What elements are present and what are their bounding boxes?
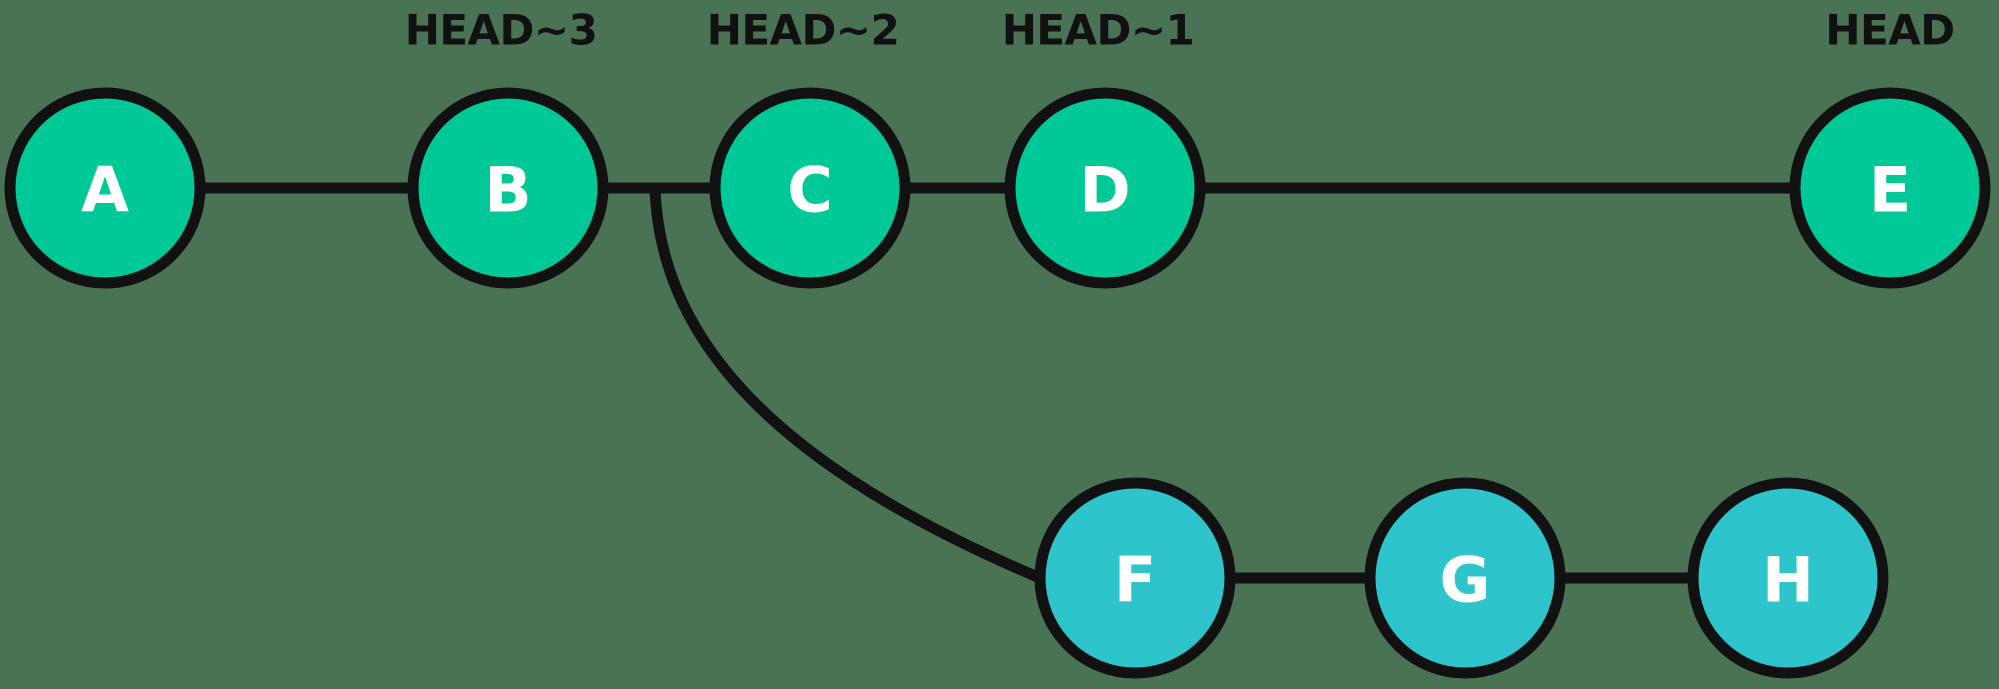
commit-circle-a[interactable] — [4, 87, 206, 289]
commit-label-f: F — [1114, 544, 1156, 617]
commit-circle-e[interactable] — [1789, 87, 1991, 289]
commit-label-b: B — [484, 154, 531, 227]
commit-node-c[interactable]: C — [709, 87, 911, 289]
commit-node-e[interactable]: E — [1789, 87, 1991, 289]
commit-node-b[interactable]: B — [407, 87, 609, 289]
ref-labels-layer: HEAD~3 HEAD~2 HEAD~1 HEAD — [405, 6, 1955, 55]
commit-circle-g[interactable] — [1364, 477, 1566, 679]
commit-label-h: H — [1762, 544, 1814, 617]
ref-label-head-tilde-2: HEAD~2 — [707, 6, 900, 55]
commit-label-g: G — [1440, 544, 1491, 617]
edge-b-f — [649, 182, 1046, 584]
commit-node-a[interactable]: A — [4, 87, 206, 289]
ref-label-head: HEAD — [1825, 6, 1954, 55]
ref-label-head-tilde-1: HEAD~1 — [1002, 6, 1195, 55]
commit-circle-c[interactable] — [709, 87, 911, 289]
commit-circle-b[interactable] — [407, 87, 609, 289]
commit-label-a: A — [81, 154, 129, 227]
commit-circle-d[interactable] — [1004, 87, 1206, 289]
ref-label-head-tilde-3: HEAD~3 — [405, 6, 598, 55]
commit-label-e: E — [1869, 154, 1911, 227]
commit-node-h[interactable]: H — [1687, 477, 1889, 679]
nodes-layer: A B C D E F G H — [4, 87, 1991, 679]
commit-node-g[interactable]: G — [1364, 477, 1566, 679]
commit-node-f[interactable]: F — [1034, 477, 1236, 679]
commit-label-d: D — [1079, 154, 1130, 227]
commit-circle-f[interactable] — [1034, 477, 1236, 679]
commit-circle-h[interactable] — [1687, 477, 1889, 679]
commit-label-c: C — [787, 154, 833, 227]
commit-node-d[interactable]: D — [1004, 87, 1206, 289]
edges-layer — [200, 182, 1795, 584]
